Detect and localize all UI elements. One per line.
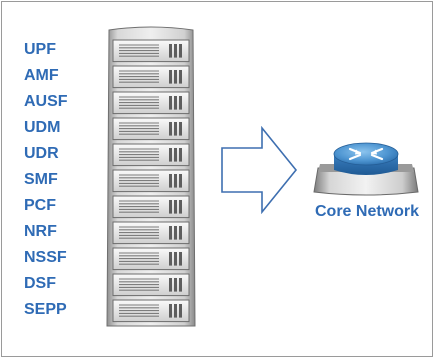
rack-unit [112,273,190,297]
rack-unit [112,143,190,167]
rack-unit [112,169,190,193]
nf-label-amf: AMF [24,67,59,84]
nf-label-udr: UDR [24,145,59,162]
diagram-frame: UPF AMF AUSF UDM UDR SMF PCF NRF NSSF DS… [1,1,433,357]
core-network-label: Core Network [314,203,420,220]
nf-label-ausf: AUSF [24,93,68,110]
rack-unit [112,39,190,63]
nf-label-nrf: NRF [24,223,57,240]
router-icon [313,142,419,196]
nf-label-nssf: NSSF [24,249,67,266]
server-rack-icon [106,26,196,327]
rack-unit [112,117,190,141]
right-arrow-icon [221,126,298,214]
nf-label-upf: UPF [24,41,56,58]
nf-label-pcf: PCF [24,197,56,214]
nf-label-dsf: DSF [24,275,56,292]
nf-label-sepp: SEPP [24,301,67,318]
rack-unit [112,91,190,115]
rack-unit [112,65,190,89]
nf-label-udm: UDM [24,119,61,136]
rack-unit [112,221,190,245]
rack-unit [112,247,190,271]
nf-label-smf: SMF [24,171,58,188]
rack-unit [112,195,190,219]
rack-unit [112,299,190,323]
